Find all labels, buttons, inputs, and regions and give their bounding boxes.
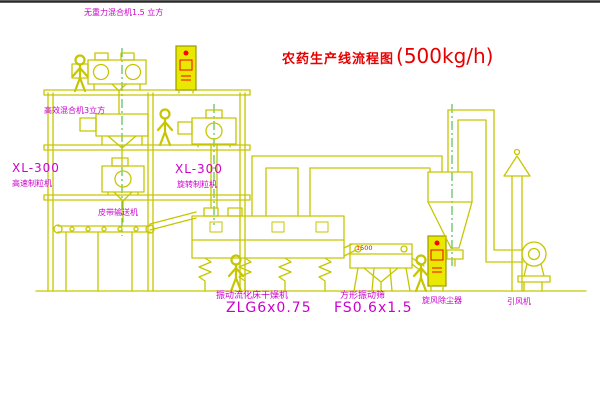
sieve-name-label: 方形振动筛	[340, 291, 386, 301]
belt-conveyor-label: 皮带输送机	[98, 208, 138, 217]
diagram-title: 农药生产线流程图 (500kg/h)	[282, 44, 494, 68]
fluid-bed-dryer	[191, 207, 357, 292]
fan-label: 引风机	[507, 297, 531, 306]
cyclone-label: 旋风除尘器	[422, 296, 462, 305]
high-efficiency-mixer-label: 高效混合机3立方	[44, 106, 106, 115]
granulator-mid-model-label: XL-300	[175, 162, 223, 176]
dryer-name-label: 振动流化床干燥机	[216, 291, 289, 301]
zero-gravity-mixer-label: 无重力混合机1.5 立方	[84, 8, 164, 17]
sieve-model-label: FS0.6x1.5	[334, 300, 413, 316]
granulator-left	[101, 157, 145, 223]
induced-draft-fan	[517, 241, 551, 292]
belt-conveyor	[53, 211, 197, 292]
granulator-left-name-label: 高速制粒机	[12, 179, 52, 188]
exhaust-duct	[251, 155, 443, 217]
control-cabinet-upper	[175, 45, 197, 94]
control-cabinet-lower	[427, 235, 447, 292]
cabinet-emblem-icon	[183, 50, 189, 56]
worker-figure	[227, 254, 245, 293]
granulator-mid	[177, 109, 237, 209]
granulator-mid-name-label: 旋转制粒机	[177, 180, 217, 189]
sieve-dimension-label: 1500	[356, 244, 373, 252]
platform-structure	[43, 89, 251, 292]
diagram-title-text: 农药生产线流程图	[282, 52, 395, 67]
worker-figure	[156, 108, 174, 147]
worker-figure	[412, 254, 430, 293]
worker-figure	[71, 54, 89, 93]
granulator-left-model-label: XL-300	[12, 161, 60, 175]
diagram-capacity: (500kg/h)	[396, 44, 494, 68]
high-efficiency-mixer	[79, 113, 149, 167]
cyclone-separator	[427, 109, 524, 267]
dryer-model-label: ZLG6x0.75	[226, 300, 312, 316]
exhaust-stack	[503, 148, 531, 292]
centerlines	[121, 48, 453, 266]
cabinet-emblem-icon	[434, 240, 440, 246]
worker-figures	[71, 54, 430, 293]
